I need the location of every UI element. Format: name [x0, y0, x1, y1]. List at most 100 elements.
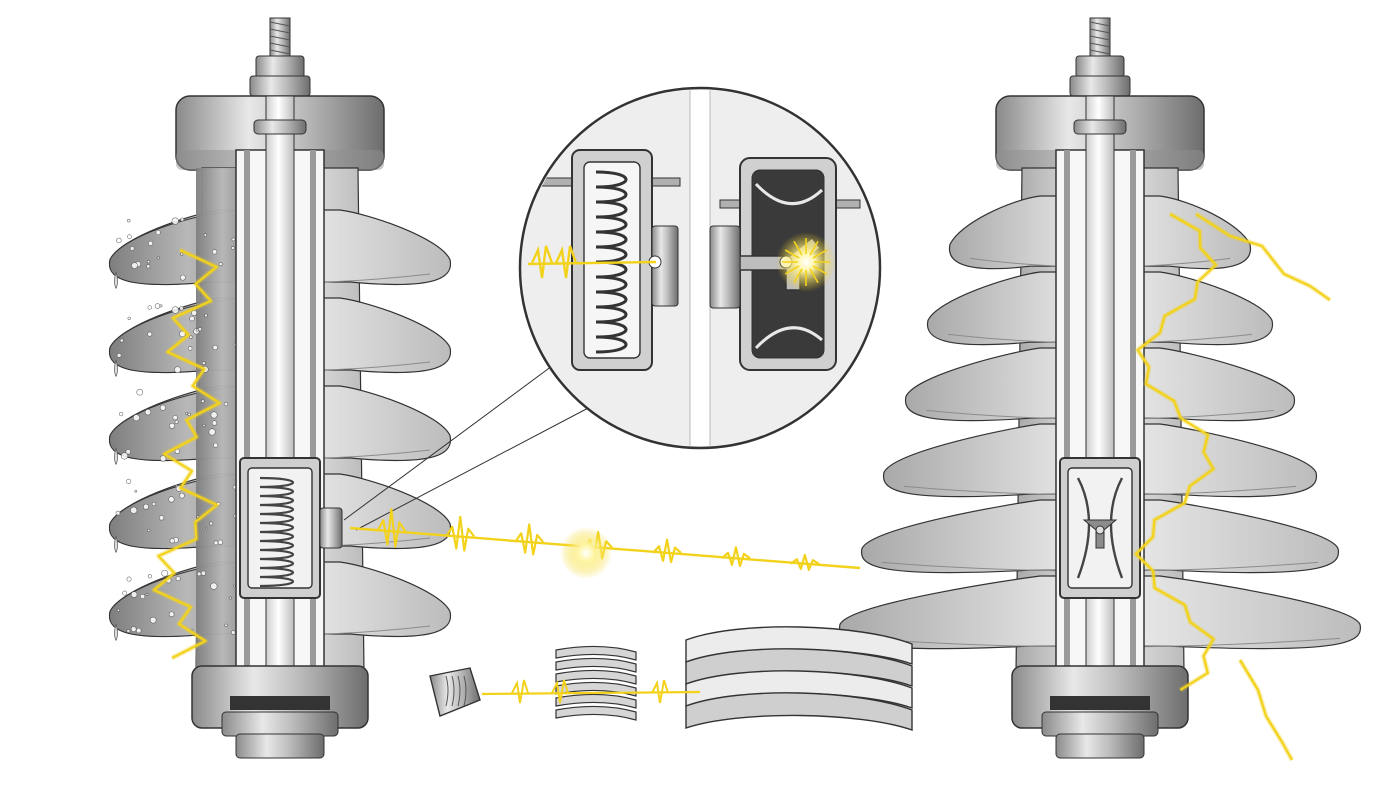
- water-droplet-icon: [174, 448, 181, 455]
- water-droplet-icon: [148, 240, 154, 246]
- water-droplet-icon: [147, 574, 152, 579]
- signal-pulse: [445, 515, 476, 552]
- spark-ray: [793, 240, 803, 256]
- bolt-thread: [1089, 49, 1111, 55]
- bolt-thread: [1089, 21, 1111, 27]
- magnifier-leader: [343, 365, 593, 531]
- water-droplet-icon: [179, 492, 185, 499]
- water-droplet-icon: [129, 246, 135, 251]
- water-droplet-icon: [185, 412, 188, 415]
- spark-ray: [812, 265, 828, 275]
- water-droplet-icon: [159, 304, 163, 308]
- bolt-core: [1195, 213, 1331, 301]
- water-droplet-icon: [127, 234, 132, 240]
- central-rod: [265, 95, 295, 717]
- top-nut: [255, 55, 305, 79]
- mechanism-housing: [239, 457, 343, 599]
- rod-collar: [1073, 119, 1127, 135]
- water-droplet-icon: [169, 422, 176, 429]
- bellows-fold: [555, 705, 637, 721]
- water-droplet-icon: [212, 344, 218, 351]
- water-droplet-icon: [231, 630, 236, 635]
- water-droplet-icon: [189, 315, 195, 322]
- bolt-thread: [269, 49, 291, 55]
- bellows-fold: [457, 675, 461, 707]
- water-droplet-icon: [208, 428, 216, 436]
- water-droplet-icon: [231, 237, 236, 242]
- rod-collar: [253, 119, 307, 135]
- medium-bellows: [555, 645, 637, 721]
- water-droplet-icon: [228, 596, 232, 600]
- water-droplet-icon: [209, 521, 214, 526]
- water-droplet-icon: [210, 582, 218, 590]
- water-droplet-icon: [119, 338, 124, 343]
- water-droplet-icon: [126, 478, 132, 485]
- water-droplet-icon: [174, 419, 179, 424]
- bellows-fold: [463, 675, 467, 707]
- small-bellows: [429, 667, 481, 717]
- parts-signal: [481, 679, 701, 704]
- left-insulator: [108, 17, 452, 759]
- water-droplet-icon: [210, 411, 218, 419]
- water-droplet-icon: [159, 455, 167, 462]
- contamination-layer: [108, 168, 251, 672]
- water-droplet-icon: [114, 447, 118, 466]
- water-droplet-icon: [132, 414, 140, 422]
- water-droplet-icon: [116, 608, 121, 612]
- water-droplet-icon: [116, 237, 122, 244]
- top-washer: [249, 75, 311, 97]
- water-droplet-icon: [130, 591, 138, 598]
- signal-pulse: [652, 538, 682, 564]
- water-droplet-icon: [130, 626, 137, 633]
- spring-coil: [259, 476, 295, 588]
- water-droplet-icon: [179, 274, 186, 281]
- water-droplet-icon: [127, 316, 131, 320]
- bolt-core: [152, 249, 221, 659]
- water-droplet-icon: [196, 515, 200, 519]
- water-droplet-icon: [201, 361, 206, 365]
- lightning-bolt-icon: [1237, 658, 1295, 762]
- lens-signal: [527, 232, 836, 292]
- water-droplet-icon: [211, 420, 218, 426]
- lightning-bolt-icon: [1133, 211, 1219, 693]
- water-droplet-icon: [196, 571, 202, 577]
- water-droplet-icon: [180, 217, 185, 222]
- bellows-fold: [685, 692, 913, 731]
- water-droplet-icon: [147, 305, 152, 310]
- water-droplet-icon: [114, 359, 118, 378]
- diaphragm: [754, 182, 824, 350]
- water-droplet-icon: [175, 576, 181, 582]
- water-droplet-icon: [158, 515, 165, 521]
- water-droplet-icon: [187, 346, 193, 351]
- signal-pulse: [551, 679, 569, 704]
- water-droplet-icon: [202, 423, 206, 427]
- bolt-thread: [1089, 42, 1111, 48]
- signal-line: [527, 260, 657, 266]
- spark-burst-icon: [560, 527, 612, 579]
- water-droplet-icon: [174, 366, 182, 374]
- signal-pulse: [721, 546, 751, 568]
- water-droplet-icon: [146, 264, 151, 269]
- water-droplet-icon: [151, 501, 156, 507]
- water-droplet-icon: [114, 271, 118, 290]
- water-droplet-icon: [179, 330, 186, 338]
- water-droplet-icon: [224, 623, 228, 627]
- water-droplet-icon: [114, 535, 118, 554]
- signal-pulse: [554, 245, 578, 279]
- bolt-thread: [1089, 28, 1111, 34]
- water-droplet-icon: [169, 538, 175, 544]
- water-droplet-icon: [201, 399, 205, 404]
- spark-ray: [809, 240, 819, 256]
- bellows-fold: [555, 681, 637, 697]
- signal-pulse: [530, 245, 554, 279]
- right-insulator: [838, 17, 1362, 759]
- spark-ray: [784, 249, 800, 259]
- spark-ray: [812, 249, 828, 259]
- water-droplet-icon: [147, 331, 153, 337]
- water-droplet-icon: [203, 233, 208, 237]
- water-droplet-icon: [145, 593, 149, 596]
- water-droplet-icon: [118, 411, 124, 417]
- water-droplet-icon: [130, 506, 138, 514]
- water-droplet-icon: [205, 526, 208, 530]
- mechanism-housing: [1059, 457, 1141, 599]
